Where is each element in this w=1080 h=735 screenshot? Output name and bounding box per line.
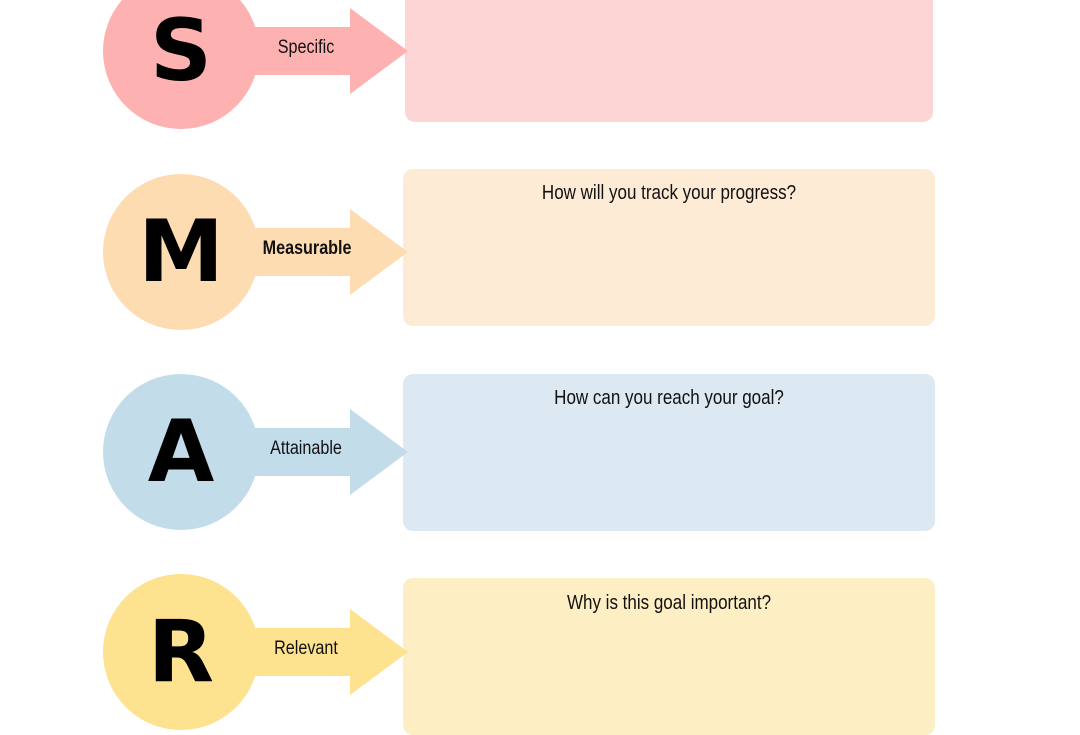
answer-box-attainable[interactable] bbox=[403, 374, 935, 531]
letter-r: R bbox=[147, 602, 215, 702]
letter-s: S bbox=[150, 1, 212, 101]
circle-attainable bbox=[103, 374, 259, 530]
answer-box-measurable[interactable] bbox=[403, 169, 935, 326]
question-measurable: How will you track your progress? bbox=[541, 182, 797, 204]
letter-m: M bbox=[138, 202, 224, 302]
answer-box-specific[interactable] bbox=[405, 0, 933, 122]
label-specific: Specific bbox=[277, 37, 335, 58]
question-relevant: Why is this goal important? bbox=[566, 592, 772, 614]
smart-row-relevant: Why is this goal important? R Relevant bbox=[0, 572, 1080, 735]
question-attainable: How can you reach your goal? bbox=[554, 387, 784, 409]
smart-row-attainable: How can you reach your goal? A Attainabl… bbox=[0, 372, 1080, 532]
letter-a: A bbox=[147, 402, 215, 502]
arrow-specific bbox=[250, 8, 408, 94]
label-attainable: Attainable bbox=[270, 438, 342, 459]
smart-row-specific: S Specific bbox=[0, 0, 1080, 131]
arrow-attainable bbox=[250, 409, 408, 495]
arrow-relevant bbox=[250, 609, 408, 695]
label-measurable: Measurable bbox=[262, 238, 352, 259]
arrow-measurable bbox=[250, 209, 408, 295]
smart-row-measurable: How will you track your progress? M Meas… bbox=[0, 169, 1080, 332]
circle-specific bbox=[103, 0, 259, 129]
circle-measurable bbox=[103, 174, 259, 330]
label-relevant: Relevant bbox=[274, 638, 338, 659]
